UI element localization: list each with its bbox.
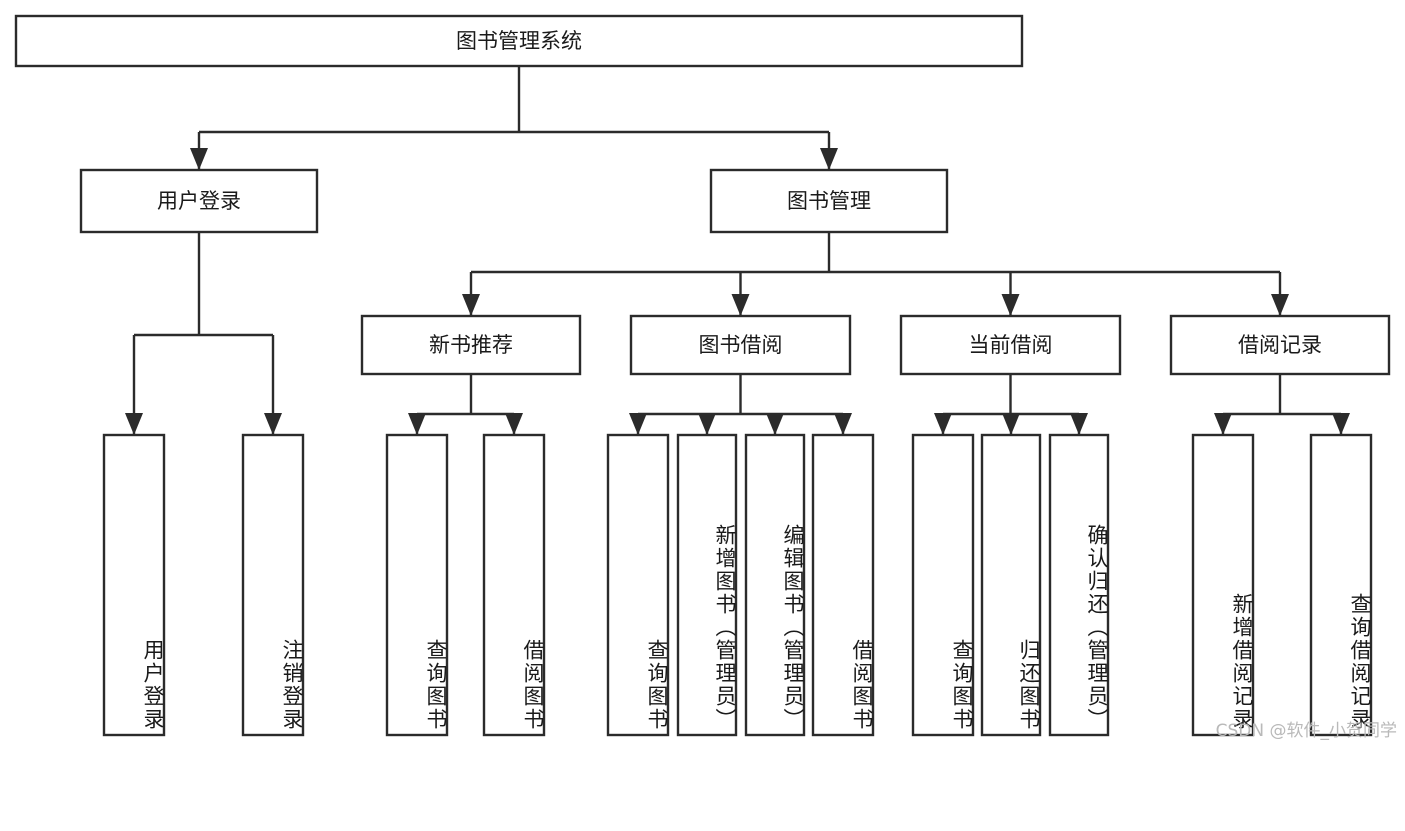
arrow-head-icon-leaf-query-book-2 — [629, 413, 647, 435]
node-box-leaf-return-book[interactable] — [980, 433, 1042, 737]
diagram-canvas: 图书管理系统用户登录图书管理新书推荐图书借阅当前借阅借阅记录 用户登录注销登录查… — [14, 14, 1397, 741]
node-box-leaf-user-logout[interactable] — [241, 433, 305, 737]
node-box-leaf-add-book[interactable] — [676, 433, 738, 737]
arrow-head-icon-new-book-rec — [462, 294, 480, 316]
arrow-head-icon-book-borrow — [731, 294, 750, 316]
node-box-leaf-edit-book[interactable] — [744, 433, 806, 737]
node-label-book-manage: 图书管理 — [787, 189, 871, 213]
node-label-new-book-rec: 新书推荐 — [429, 333, 513, 357]
arrow-head-icon-leaf-query-record — [1332, 413, 1350, 435]
node-box-book-borrow[interactable] — [629, 314, 852, 376]
node-box-leaf-query-book-3[interactable] — [911, 433, 975, 737]
node-box-user-login[interactable] — [79, 168, 319, 234]
node-label-current-borrow: 当前借阅 — [969, 333, 1053, 357]
node-box-leaf-user-login[interactable] — [102, 433, 166, 737]
node-label-book-borrow: 图书借阅 — [699, 333, 783, 357]
boxes-layer — [14, 14, 1391, 737]
arrow-head-icon-leaf-edit-book — [766, 413, 784, 435]
node-box-leaf-borrow-book-1[interactable] — [482, 433, 546, 737]
arrow-head-icon-leaf-confirm-return — [1070, 413, 1088, 435]
arrow-head-icon-leaf-add-record — [1214, 413, 1232, 435]
csdn-watermark: CSDN @软件_小贺同学 — [1215, 721, 1397, 741]
node-label-borrow-record: 借阅记录 — [1238, 333, 1322, 357]
node-box-leaf-query-book-2[interactable] — [606, 433, 670, 737]
arrow-head-icon-book-manage — [820, 148, 838, 170]
arrow-head-icon-leaf-borrow-book-2 — [834, 413, 852, 435]
arrow-head-icon-leaf-user-login — [125, 413, 143, 435]
connectors-layer — [125, 66, 1350, 435]
node-box-leaf-query-book-1[interactable] — [385, 433, 449, 737]
arrow-head-icon-borrow-record — [1271, 294, 1289, 316]
arrow-head-icon-leaf-user-logout — [264, 413, 282, 435]
node-box-leaf-confirm-return[interactable] — [1048, 433, 1110, 737]
node-box-borrow-record[interactable] — [1169, 314, 1391, 376]
arrow-head-icon-leaf-borrow-book-1 — [505, 413, 523, 435]
arrow-head-icon-leaf-query-book-1 — [408, 413, 426, 435]
node-label-user-login: 用户登录 — [157, 189, 241, 213]
arrow-head-icon-leaf-return-book — [1002, 413, 1020, 435]
node-box-root[interactable] — [14, 14, 1024, 68]
arrow-head-icon-leaf-query-book-3 — [934, 413, 952, 435]
node-label-root: 图书管理系统 — [456, 29, 582, 53]
arrow-head-icon-leaf-add-book — [698, 413, 716, 435]
node-box-leaf-add-record[interactable] — [1191, 433, 1255, 737]
node-box-leaf-query-record[interactable] — [1309, 433, 1373, 737]
node-box-book-manage[interactable] — [709, 168, 949, 234]
node-box-new-book-rec[interactable] — [360, 314, 582, 376]
node-box-current-borrow[interactable] — [899, 314, 1122, 376]
arrow-head-icon-user-login — [190, 148, 208, 170]
node-box-leaf-borrow-book-2[interactable] — [811, 433, 875, 737]
arrow-head-icon-current-borrow — [1001, 294, 1020, 316]
